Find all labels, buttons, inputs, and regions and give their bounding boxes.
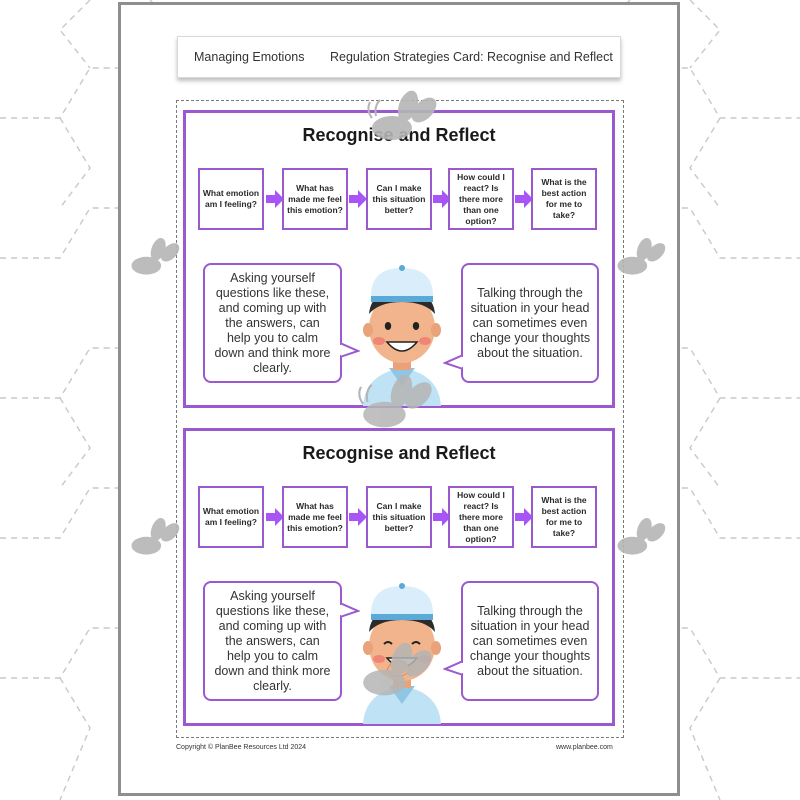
- step-box-5: What is the best action for me to take?: [531, 168, 597, 230]
- arrow-right-icon: [266, 508, 284, 526]
- bee-watermark-icon: [617, 517, 666, 555]
- arrow-right-icon: [433, 190, 451, 208]
- step-box-1: What emotion am I feeling?: [198, 486, 264, 548]
- arrow-right-icon: [433, 508, 451, 526]
- header-card-title: Regulation Strategies Card: Recognise an…: [330, 50, 613, 64]
- bee-watermark-icon: [367, 90, 437, 140]
- step-box-3: Can I make this situation better?: [366, 168, 432, 230]
- arrow-right-icon: [515, 190, 533, 208]
- bee-watermark-icon: [617, 237, 666, 275]
- speech-bubble-left: Asking yourself questions like these, an…: [203, 263, 342, 383]
- step-box-4: How could I react? Is there more than on…: [448, 168, 514, 230]
- speech-bubble-right: Talking through the situation in your he…: [461, 581, 599, 701]
- bubble-tail: [340, 601, 360, 619]
- footer-copyright: Copyright © PlanBee Resources Ltd 2024: [176, 744, 307, 751]
- step-box-5: What is the best action for me to take?: [531, 486, 597, 548]
- header-bar: Managing Emotions Regulation Strategies …: [177, 36, 621, 78]
- strategy-card-1: Recognise and Reflect What emotion am I …: [183, 110, 615, 408]
- bee-watermark-icon: [131, 237, 180, 275]
- step-box-4: How could I react? Is there more than on…: [448, 486, 514, 548]
- header-topic: Managing Emotions: [194, 50, 305, 64]
- bee-watermark-icon: [358, 374, 432, 428]
- step-box-3: Can I make this situation better?: [366, 486, 432, 548]
- footer-website: www.planbee.com: [556, 744, 613, 751]
- speech-bubble-left: Asking yourself questions like these, an…: [203, 581, 342, 701]
- arrow-right-icon: [349, 190, 367, 208]
- arrow-right-icon: [349, 508, 367, 526]
- arrow-right-icon: [266, 190, 284, 208]
- bubble-tail: [443, 353, 463, 371]
- step-box-2: What has made me feel this emotion?: [282, 486, 348, 548]
- bee-watermark-icon: [131, 517, 180, 555]
- step-box-2: What has made me feel this emotion?: [282, 168, 348, 230]
- card-title: Recognise and Reflect: [302, 443, 496, 463]
- bubble-tail: [340, 341, 360, 359]
- bee-watermark-icon: [363, 642, 432, 696]
- speech-bubble-right: Talking through the situation in your he…: [461, 263, 599, 383]
- arrow-right-icon: [515, 508, 533, 526]
- bubble-tail: [443, 659, 463, 677]
- cut-line-border: [176, 100, 624, 738]
- step-box-1: What emotion am I feeling?: [198, 168, 264, 230]
